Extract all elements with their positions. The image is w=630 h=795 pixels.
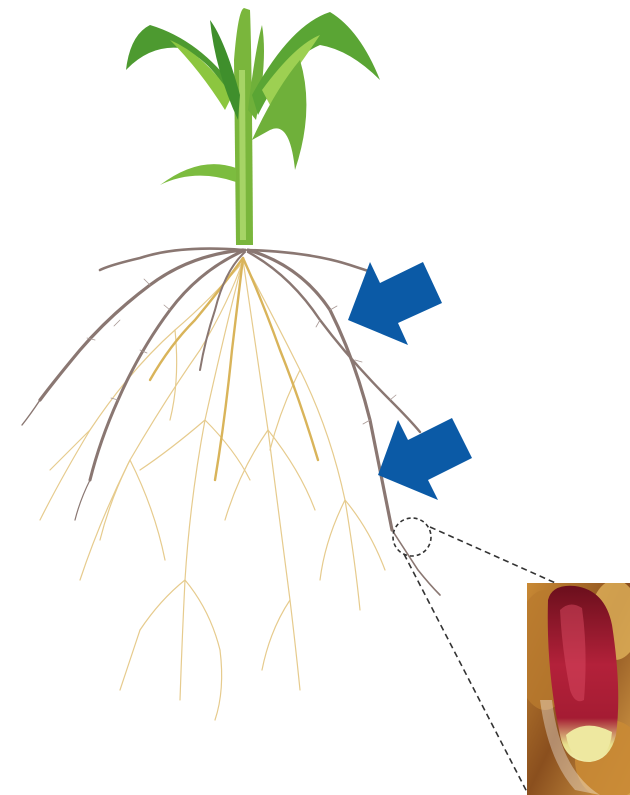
yellow-lateral-roots	[40, 260, 385, 720]
leaf-left-lower	[160, 164, 236, 185]
pointer-arrows	[348, 262, 472, 500]
yellow-main-roots	[150, 258, 318, 480]
dashed-circle-icon	[393, 518, 431, 556]
leaves	[126, 12, 380, 185]
root-tip-inset-photo	[515, 580, 630, 795]
arrow-icon	[348, 262, 442, 345]
arrow-icon	[378, 418, 472, 500]
stalk-highlight	[239, 70, 246, 240]
maize-shoot	[126, 8, 380, 245]
zoom-line-upper	[430, 527, 560, 585]
root-hairs	[87, 279, 396, 470]
zoom-line-lower	[404, 554, 527, 792]
